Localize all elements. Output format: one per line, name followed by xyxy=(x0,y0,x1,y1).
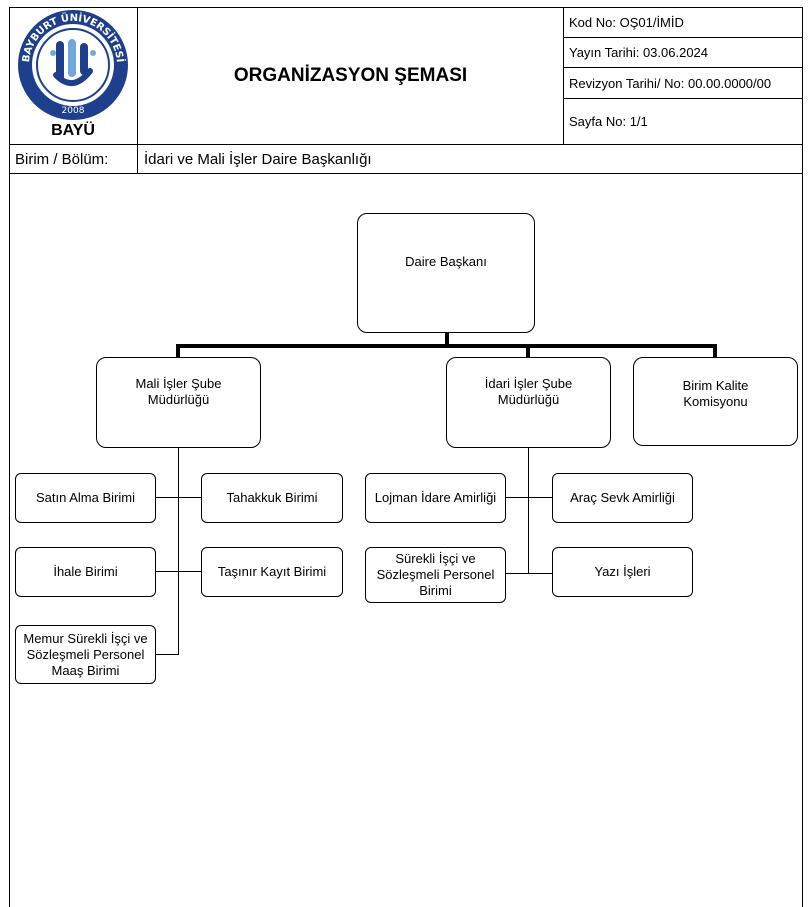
logo-abbr: BAYÜ xyxy=(51,122,95,139)
connector-idari-branch xyxy=(505,573,553,574)
unit-label: Birim / Bölüm: xyxy=(15,150,109,168)
logo-emblem: BAYBURT ÜNİVERSİTESİ 2008 xyxy=(18,10,128,120)
header-divider xyxy=(137,7,138,173)
node-lojman: Lojman İdare Amirliği xyxy=(365,473,506,523)
page-title: ORGANİZASYON ŞEMASI xyxy=(233,65,468,86)
header-divider xyxy=(563,98,803,99)
unit-value: İdari ve Mali İşler Daire Başkanlığı xyxy=(144,150,372,168)
connector-idari-trunk xyxy=(528,447,529,574)
header-table xyxy=(9,7,803,174)
node-birim-kalite: Birim Kalite Komisyonu xyxy=(633,357,798,446)
page-border-left xyxy=(9,174,10,907)
meta-kod-no: Kod No: OŞ01/İMİD xyxy=(569,15,684,30)
connector-mali-branch xyxy=(155,497,202,498)
connector-kalite xyxy=(713,344,717,358)
node-ihale: İhale Birimi xyxy=(15,547,156,597)
node-surekli-isci: Sürekli İşçi ve Sözleşmeli Personel Biri… xyxy=(365,547,506,603)
node-yazi-isleri: Yazı İşleri xyxy=(552,547,693,597)
node-mali-isler: Mali İşler Şube Müdürlüğü xyxy=(96,357,261,448)
connector-mali-branch xyxy=(155,654,179,655)
node-idari-isler: İdari İşler Şube Müdürlüğü xyxy=(446,357,611,448)
node-tahakkuk: Tahakkuk Birimi xyxy=(201,473,343,523)
connector-mali-trunk xyxy=(178,447,179,654)
node-satin-alma: Satın Alma Birimi xyxy=(15,473,156,523)
header-divider xyxy=(563,67,803,68)
meta-revizyon: Revizyon Tarihi/ No: 00.00.0000/00 xyxy=(569,75,772,91)
meta-sayfa: Sayfa No: 1/1 xyxy=(569,114,648,129)
university-logo: BAYBURT ÜNİVERSİTESİ 2008 BAYÜ xyxy=(12,9,134,142)
meta-yayin-tarihi: Yayın Tarihi: 03.06.2024 xyxy=(569,45,709,60)
connector-main-bus xyxy=(176,344,717,348)
node-arac-sevk: Araç Sevk Amirliği xyxy=(552,473,693,523)
connector-idari xyxy=(526,344,530,358)
connector-idari-branch xyxy=(505,497,553,498)
connector-mali xyxy=(176,344,180,358)
header-divider xyxy=(563,7,564,144)
node-maas-birimi: Memur Sürekli İşçi ve Sözleşmeli Persone… xyxy=(15,625,156,684)
node-daire-baskani: Daire Başkanı xyxy=(357,213,535,333)
connector-head-down xyxy=(445,332,449,346)
node-tasinir-kayit: Taşınır Kayıt Birimi xyxy=(201,547,343,597)
header-divider xyxy=(563,37,803,38)
connector-mali-branch xyxy=(155,571,202,572)
logo-year: 2008 xyxy=(62,106,85,116)
page-border-right xyxy=(802,174,803,907)
header-divider xyxy=(9,144,803,145)
